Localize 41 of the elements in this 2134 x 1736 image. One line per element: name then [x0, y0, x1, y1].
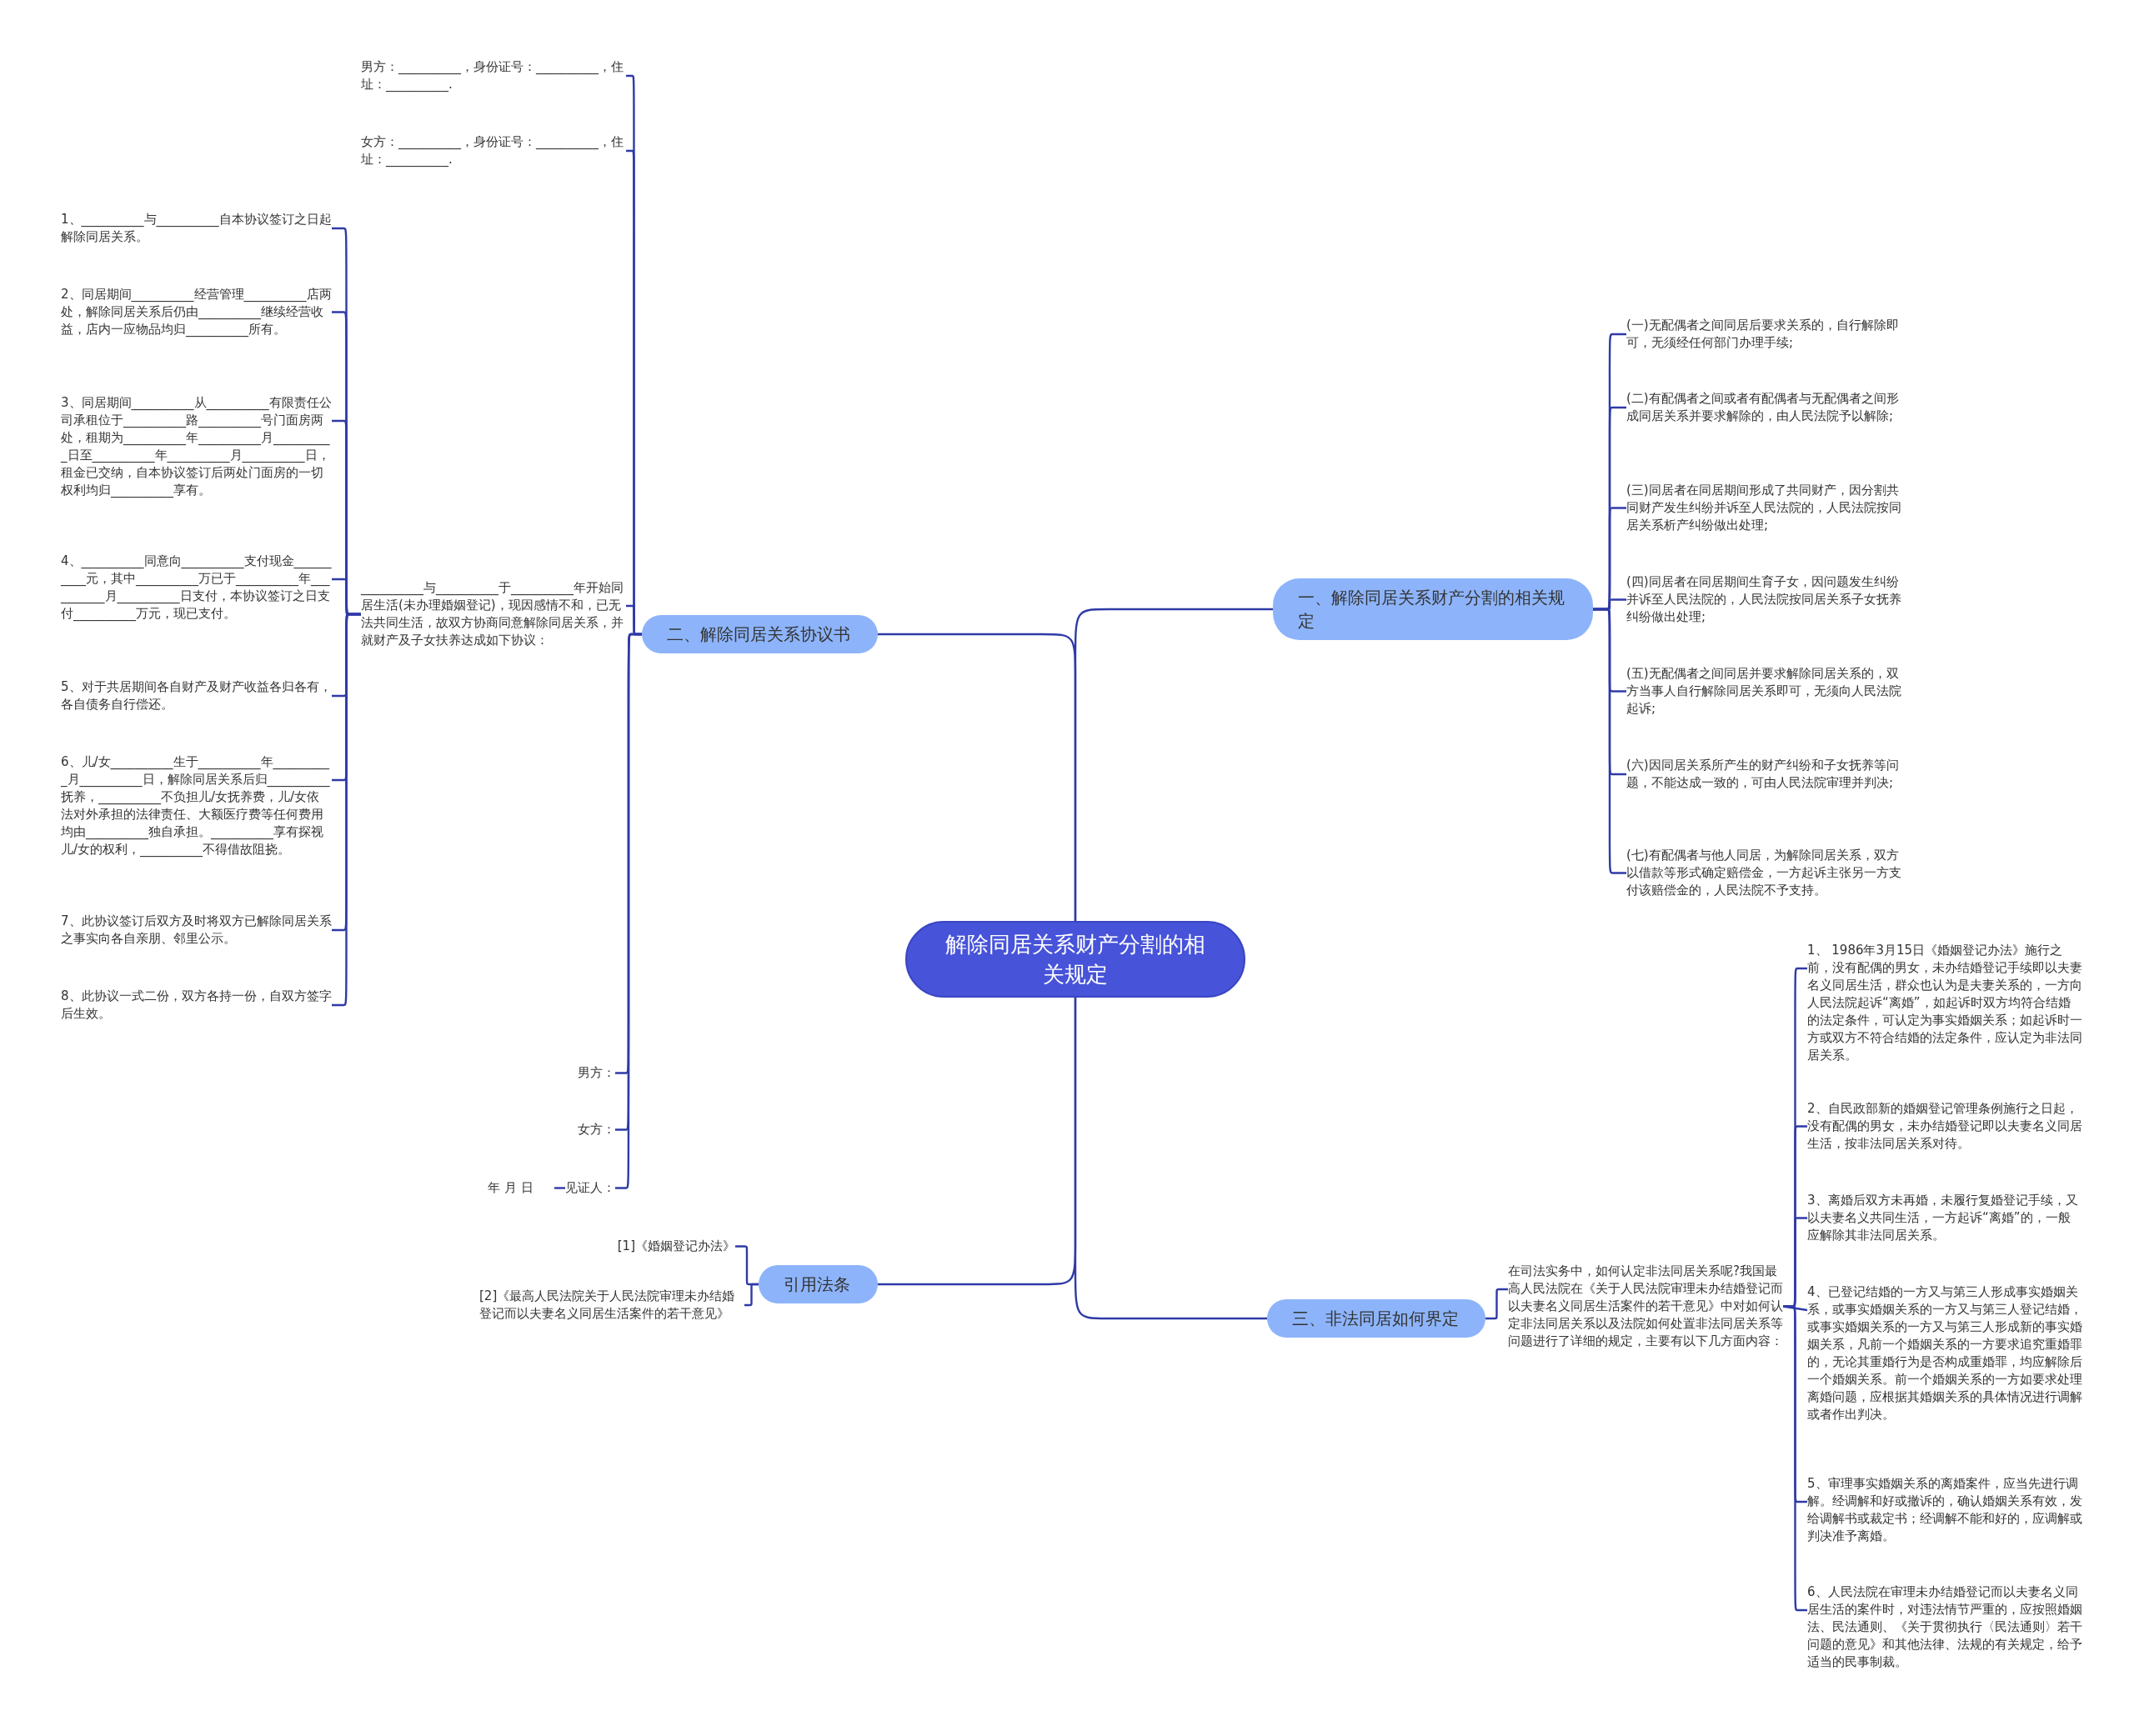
note-text: (四)同居者在同居期间生育子女，因问题发生纠纷并诉至人民法院的，人民法院按同居关系子女抚养纠纷做出处理; [1626, 573, 1901, 626]
note-text: 5、对于共居期间各自财产及财产收益各归各有，各自债务自行偿还。 [61, 678, 332, 713]
note-text: 见证人： [565, 1179, 615, 1197]
connector-line [744, 1283, 759, 1307]
note-text: 4、__________同意向__________支付现金__________元，其中__________万已于__________年__________月__________日支付，本协议签订之日支付__________万元，现已支付。 [61, 553, 332, 623]
note-text: 7、此协议签订后双方及时将双方已解除同居关系之事实向各自亲朋、邻里公示。 [61, 913, 332, 948]
note-text: 4、已登记结婚的一方又与第三人形成事实婚姻关系，或事实婚姻关系的一方又与第三人登记结婚，或事实婚姻关系的一方又与第三人形成新的事实婚姻关系，凡前一个婚姻关系的一方要求追究重婚罪的，无论其重婚行为是否构成重婚罪，均应解除后一个婚姻关系。前一个婚姻关系的一方如要求处理离婚问题，应根据其婚姻关系的具体情况进行调解或者作出判决。 [1807, 1283, 2082, 1423]
connector-line [878, 998, 1077, 1286]
branch-topic: 一、解除同居关系财产分割的相关规定 [1273, 578, 1593, 640]
note-text: 女方： [578, 1121, 615, 1138]
note-text: 3、同居期间__________从__________有限责任公司承租位于__________路__________号门面房两处，租期为__________年__________月__________日至__________年__________月__________日，租金已交纳，自本协议签订后两处门面房的一切权利均归__________享有。 [61, 394, 332, 499]
note-text: 2、同居期间__________经营管理__________店两处，解除同居关系后仍由__________继续经营收益，店内一应物品均归__________所有。 [61, 286, 332, 338]
connector-line [554, 1187, 565, 1189]
note-text: (一)无配偶者之间同居后要求关系的，自行解除即可，无须经任何部门办理手续; [1626, 317, 1901, 352]
note-text: __________与__________于__________年开始同居生活(未办理婚姻登记)，现因感情不和，已无法共同生活，故双方协商同意解除同居关系，并就财产及子女扶养达成如下协议： [361, 579, 626, 649]
note-text: 5、审理事实婚姻关系的离婚案件，应当先进行调解。经调解和好或撤诉的，确认婚姻关系有效，发给调解书或裁定书；经调解不能和好的，应调解或判决准予离婚。 [1807, 1475, 2082, 1545]
note-text: (七)有配偶者与他人同居，为解除同居关系，双方以借款等形式确定赔偿金，一方起诉主张另一方支付该赔偿金的，人民法院不予支持。 [1626, 847, 1901, 899]
note-text: 女方：__________，身份证号：__________，住址：__________. [361, 133, 626, 168]
branch-topic: 引用法条 [759, 1265, 878, 1303]
note-text: 6、儿/女__________生于__________年__________月__________日，解除同居关系后归__________抚养，__________不负担儿/女抚养费，儿/女依法对外承担的法律责任、大额医疗费等任何费用均由__________独自承担。__________享有探视儿/女的权利，__________不得借故阻挠。 [61, 753, 332, 858]
connector-line [878, 633, 1077, 921]
note-text: (二)有配偶者之间或者有配偶者与无配偶者之间形成同居关系并要求解除的，由人民法院予以解除; [1626, 390, 1901, 425]
note-text: [1]《婚姻登记办法》 [617, 1238, 735, 1255]
note-text: 8、此协议一式二份，双方各持一份，自双方签字后生效。 [61, 988, 332, 1023]
note-text: (六)因同居关系所产生的财产纠纷和子女抚养等问题，不能达成一致的，可由人民法院审理并判决; [1626, 757, 1901, 792]
branch-topic: 三、非法同居如何界定 [1267, 1299, 1485, 1338]
note-text: 男方： [578, 1064, 615, 1082]
central-topic: 解除同居关系财产分割的相关规定 [905, 921, 1245, 998]
note-text: (五)无配偶者之间同居并要求解除同居关系的，双方当事人自行解除同居关系即可，无须向人民法院起诉; [1626, 665, 1901, 718]
branch-topic: 二、解除同居关系协议书 [642, 615, 878, 653]
note-text: 年 月 日 [488, 1179, 554, 1197]
note-text: 1、__________与__________自本协议签订之日起解除同居关系。 [61, 211, 332, 246]
note-text: 在司法实务中，如何认定非法同居关系呢?我国最高人民法院在《关于人民法院审理未办结婚登记而以夫妻名义同居生活案件的若干意见》中对如何认定非法同居关系以及法院如何处置非法同居关系等问题进行了详细的规定，主要有以下几方面内容： [1508, 1263, 1783, 1350]
connector-line [1485, 1288, 1508, 1320]
note-text: 6、人民法院在审理未办结婚登记而以夫妻名义同居生活的案件时，对违法情节严重的，应按照婚姻法、民法通则、《关于贯彻执行〈民法通则〉若干问题的意见》和其他法律、法规的有关规定，给予适当的民事制裁。 [1807, 1583, 2082, 1671]
note-text: 3、离婚后双方未再婚，未履行复婚登记手续，又以夫妻名义共同生活，一方起诉“离婚”的，一般应解除其非法同居关系。 [1807, 1192, 2082, 1244]
note-text: 2、自民政部新的婚姻登记管理条例施行之日起，没有配偶的男女，未办结婚登记即以夫妻名义同居生活，按非法同居关系对待。 [1807, 1100, 2082, 1153]
note-text: 1、 1986年3月15日《婚姻登记办法》施行之前，没有配偶的男女，未办结婚登记手续即以夫妻名义同居生活，群众也认为是夫妻关系的，一方向人民法院起诉“离婚”，如起诉时双方均符合结婚的法定条件，可认定为事实婚姻关系；如起诉时一方或双方不符合结婚的法定条件，应认定为非法同居关系。 [1807, 942, 2082, 1064]
note-text: 男方：__________，身份证号：__________，住址：__________. [361, 58, 626, 93]
note-text: (三)同居者在同居期间形成了共同财产，因分割共同财产发生纠纷并诉至人民法院的，人民法院按同居关系析产纠纷做出处理; [1626, 482, 1901, 534]
note-text: [2]《最高人民法院关于人民法院审理未办结婚登记而以夫妻名义同居生活案件的若干意见》 [479, 1288, 744, 1323]
